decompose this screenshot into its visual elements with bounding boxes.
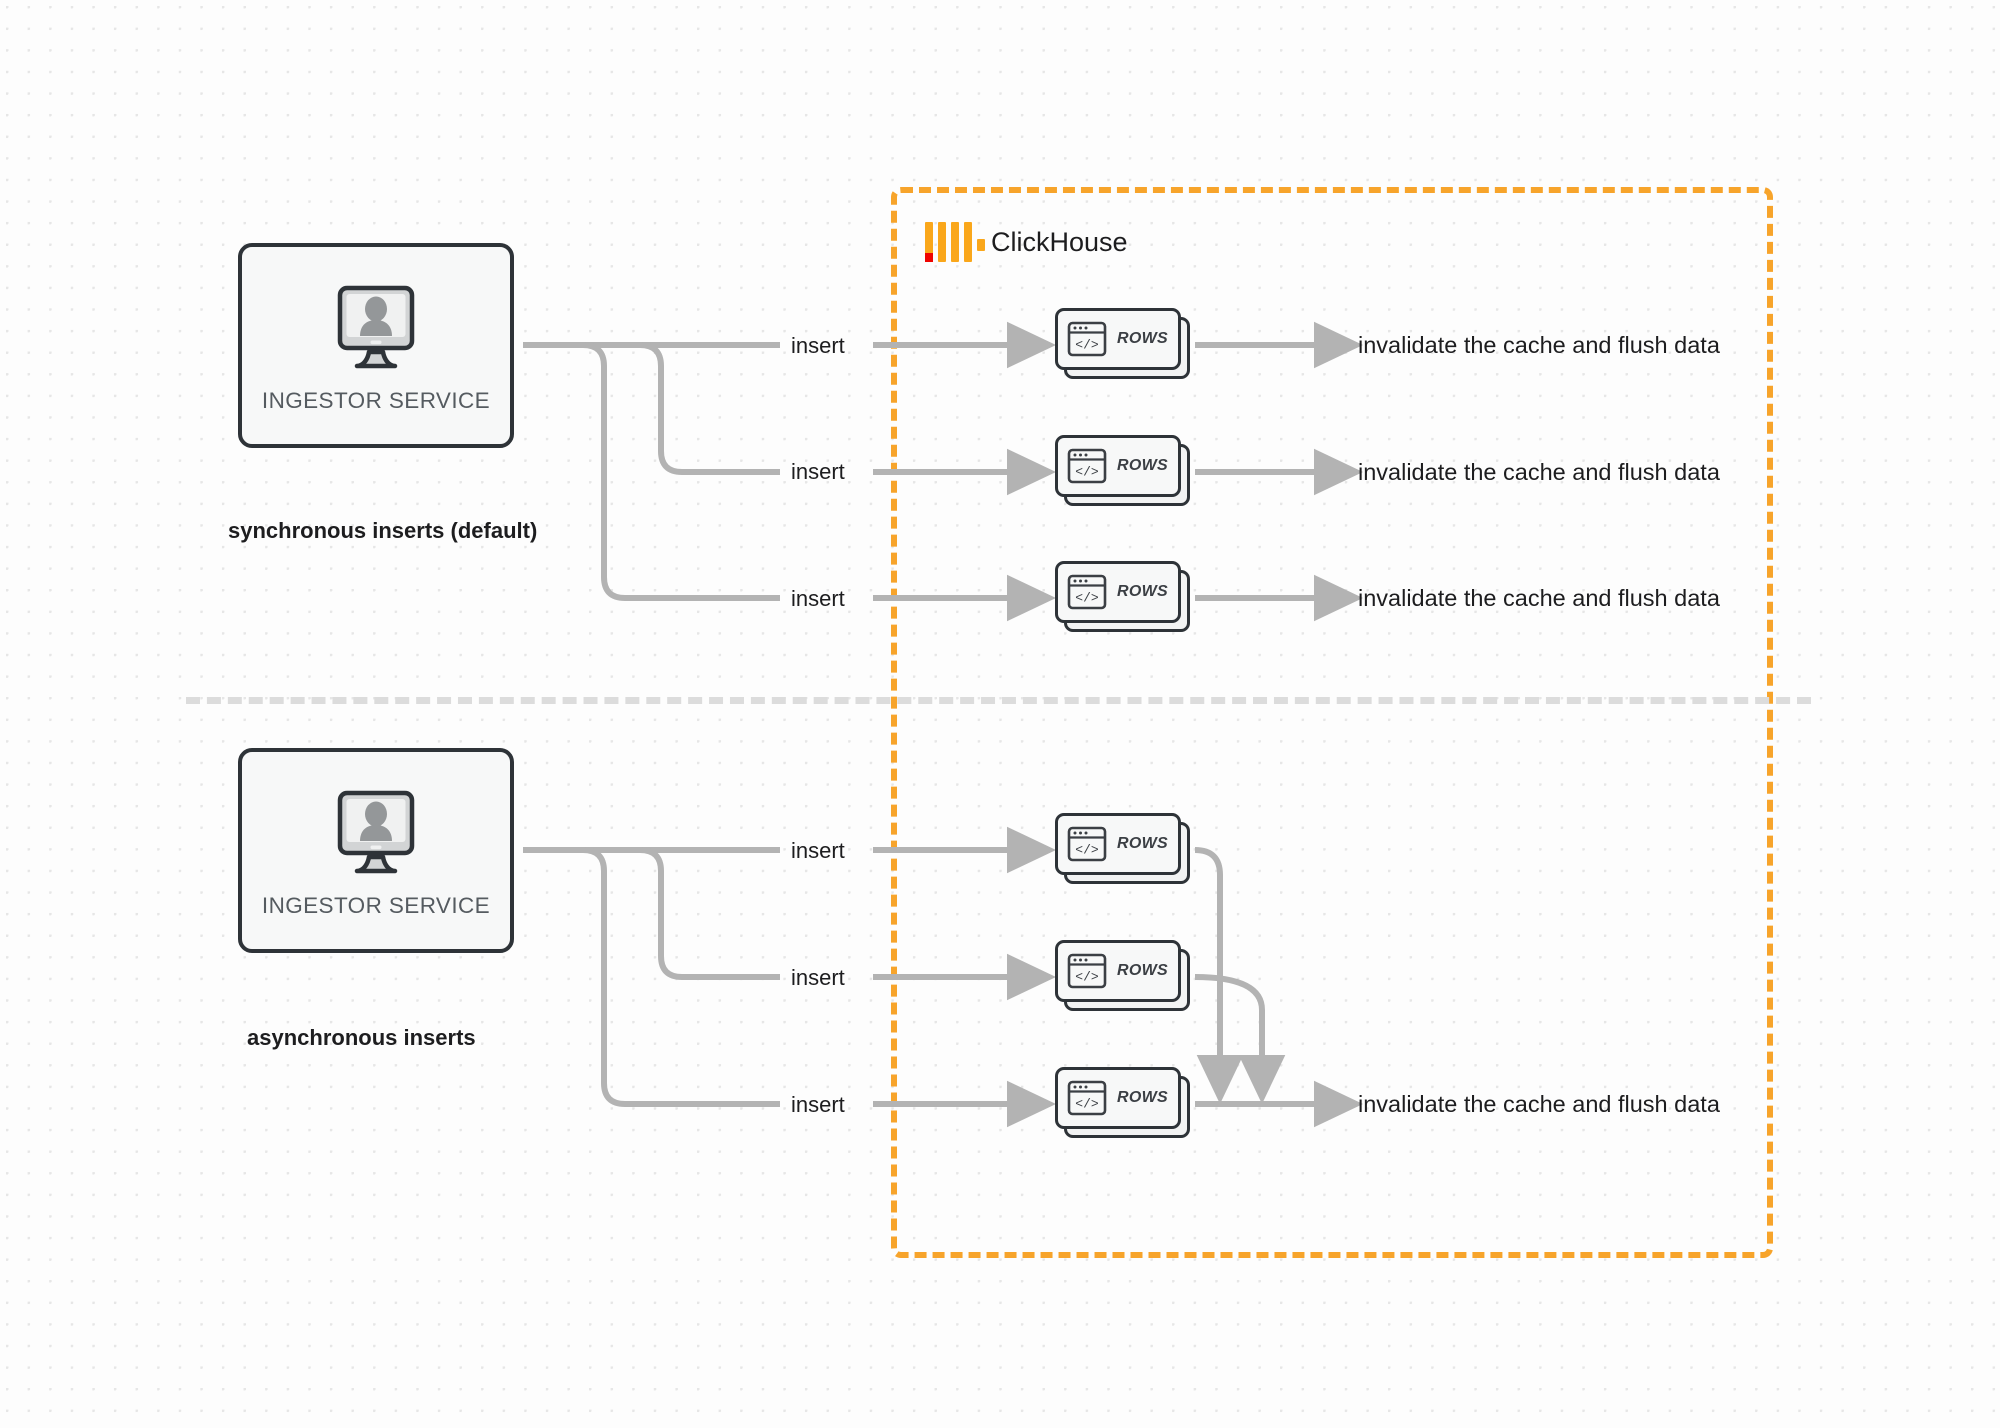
code-window-icon: </> — [1067, 1080, 1107, 1116]
logo-dash — [977, 239, 985, 251]
rows-card-async-3[interactable]: </> ROWS — [1055, 1067, 1190, 1138]
insert-label-async-3: insert — [791, 1092, 845, 1117]
svg-text:</>: </> — [1075, 1097, 1099, 1112]
rows-card-async-1[interactable]: </> ROWS — [1055, 813, 1190, 884]
rows-card-face: </> ROWS — [1055, 1067, 1181, 1129]
code-window-icon: </> — [1067, 574, 1107, 610]
clickhouse-title: ClickHouse — [991, 226, 1128, 257]
flush-label-async-merged: invalidate the cache and flush data — [1358, 1091, 1720, 1117]
svg-text:</>: </> — [1075, 338, 1099, 353]
clickhouse-logo-icon — [925, 222, 985, 262]
ingestor-service-async[interactable]: INGESTOR SERVICE — [238, 748, 514, 953]
rows-card-face: </> ROWS — [1055, 561, 1181, 623]
insert-label-sync-1: insert — [791, 333, 845, 358]
code-window-icon: </> — [1067, 826, 1107, 862]
svg-text:</>: </> — [1075, 465, 1099, 480]
monitor-user-icon — [324, 282, 428, 374]
logo-bar-3 — [951, 222, 959, 262]
ingestor-caption: INGESTOR SERVICE — [261, 387, 491, 413]
insert-label-async-1: insert — [791, 838, 845, 863]
code-window-icon: </> — [1067, 448, 1107, 484]
rows-card-label: ROWS — [1117, 457, 1168, 474]
code-window-icon: </> — [1067, 321, 1107, 357]
sync-branch-row3 — [582, 342, 780, 601]
rows-card-sync-3[interactable]: </> ROWS — [1055, 561, 1190, 632]
flush-label-sync-2: invalidate the cache and flush data — [1358, 459, 1720, 485]
rows-card-face: </> ROWS — [1055, 940, 1181, 1002]
monitor-user-icon — [324, 787, 428, 879]
insert-label-async-2: insert — [791, 965, 845, 990]
insert-label-sync-2: insert — [791, 459, 845, 484]
rows-card-face: </> ROWS — [1055, 813, 1181, 875]
rows-card-face: </> ROWS — [1055, 435, 1181, 497]
rows-card-face: </> ROWS — [1055, 308, 1181, 370]
rows-card-async-2[interactable]: </> ROWS — [1055, 940, 1190, 1011]
svg-text:</>: </> — [1075, 843, 1099, 858]
logo-red-square — [925, 253, 933, 262]
logo-bar-2 — [938, 222, 946, 262]
logo-bar-4 — [964, 222, 972, 262]
code-window-icon: </> — [1067, 953, 1107, 989]
section-label-synchronous: synchronous inserts (default) — [228, 518, 538, 543]
ingestor-service-sync[interactable]: INGESTOR SERVICE — [238, 243, 514, 448]
svg-text:</>: </> — [1075, 970, 1099, 985]
section-divider — [186, 697, 1811, 704]
clickhouse-boundary — [891, 187, 1773, 1258]
svg-text:</>: </> — [1075, 591, 1099, 606]
insert-label-sync-3: insert — [791, 586, 845, 611]
rows-card-sync-1[interactable]: </> ROWS — [1055, 308, 1190, 379]
rows-card-label: ROWS — [1117, 835, 1168, 852]
async-branch-row3 — [582, 847, 780, 1107]
logo-bar-1 — [925, 222, 933, 262]
rows-card-label: ROWS — [1117, 583, 1168, 600]
flush-label-sync-1: invalidate the cache and flush data — [1358, 332, 1720, 358]
flush-label-sync-3: invalidate the cache and flush data — [1358, 585, 1720, 611]
section-label-asynchronous: asynchronous inserts — [247, 1025, 476, 1050]
rows-card-label: ROWS — [1117, 962, 1168, 979]
rows-card-label: ROWS — [1117, 1089, 1168, 1106]
async-branch-row2 — [639, 847, 780, 980]
sync-branch-row2 — [639, 342, 780, 475]
clickhouse-header: ClickHouse — [925, 222, 1128, 262]
ingestor-caption: INGESTOR SERVICE — [261, 892, 491, 918]
rows-card-sync-2[interactable]: </> ROWS — [1055, 435, 1190, 506]
rows-card-label: ROWS — [1117, 330, 1168, 347]
